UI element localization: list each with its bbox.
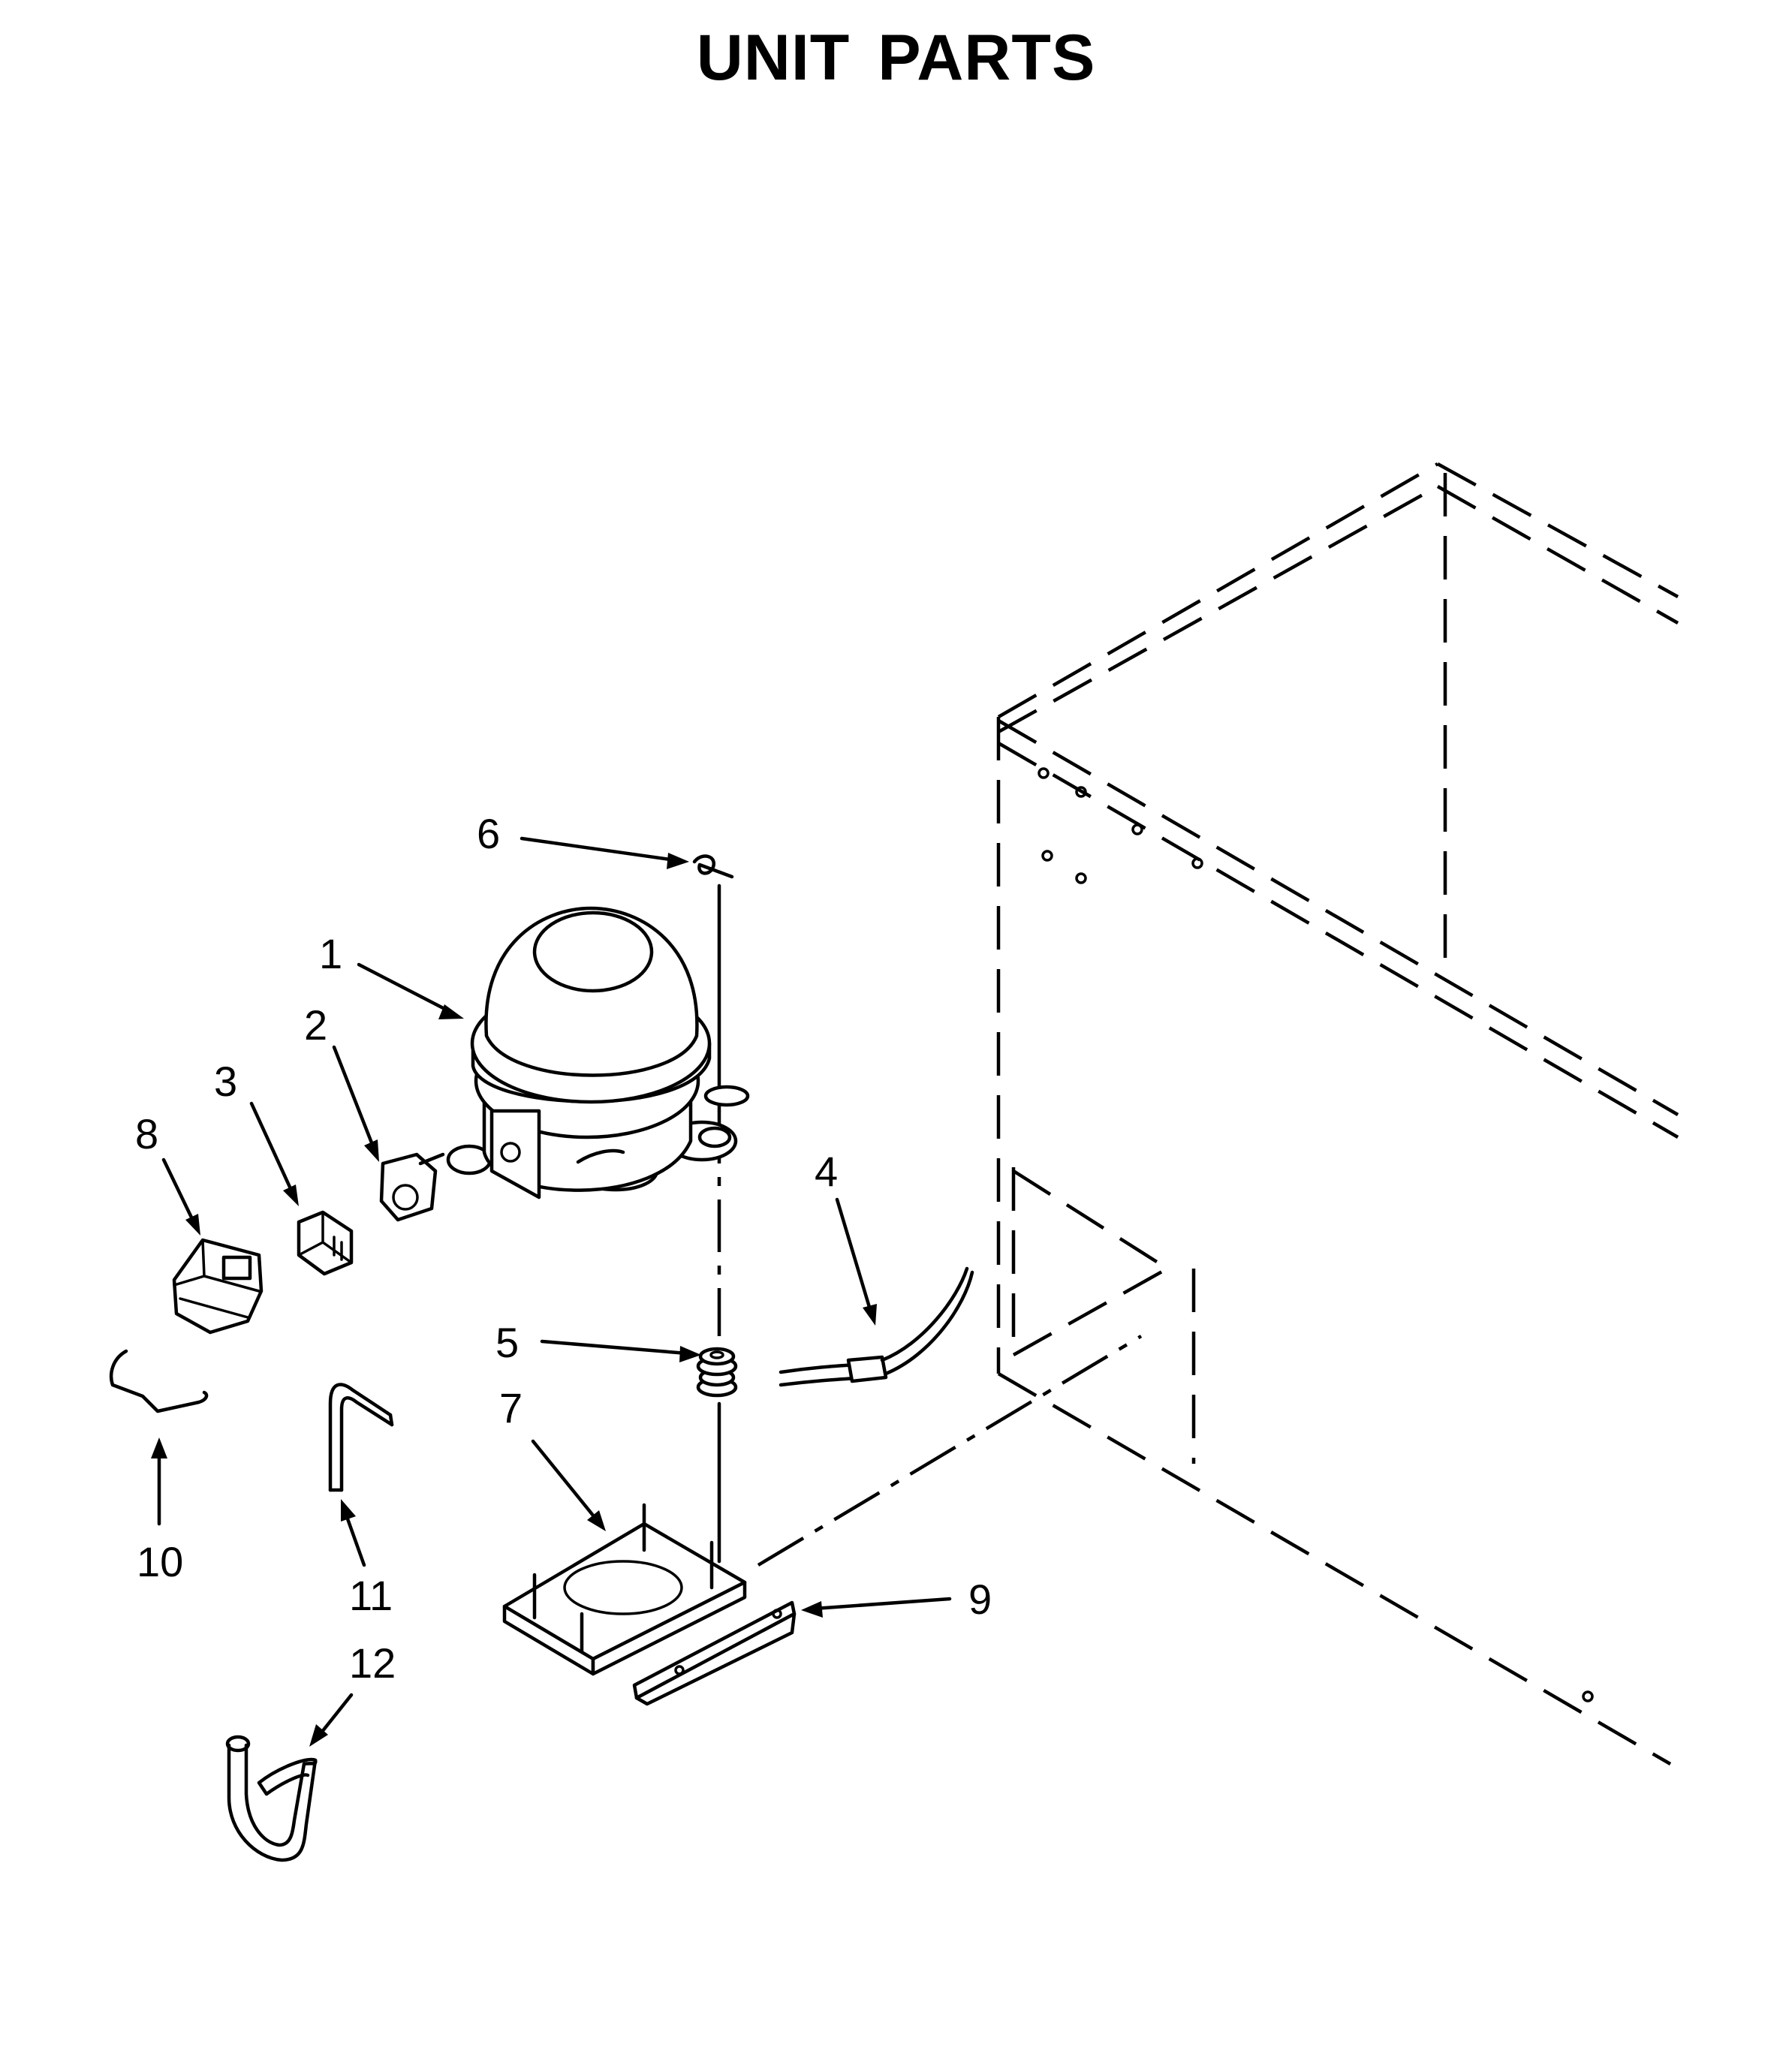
overload-protector-icon xyxy=(379,1152,445,1222)
callout-4: 4 xyxy=(815,1148,838,1195)
callout-12: 12 xyxy=(349,1639,396,1687)
mounting-holes xyxy=(1038,767,1594,1702)
drier-tube-icon xyxy=(225,1735,318,1862)
page-title: UNIT PARTS xyxy=(696,22,1096,94)
compressor-mounting-plate-icon xyxy=(502,1503,747,1676)
clip-icon xyxy=(692,854,734,879)
cabinet-outline xyxy=(996,462,1679,1765)
bracket-icon xyxy=(632,1600,797,1706)
callout-labels: 1 2 3 4 5 6 7 8 9 10 11 12 xyxy=(135,810,992,1687)
callout-1: 1 xyxy=(319,930,342,977)
compressor-icon xyxy=(446,906,750,1200)
bracket-centerline xyxy=(757,1335,1143,1567)
callout-8: 8 xyxy=(135,1110,158,1157)
callout-10: 10 xyxy=(137,1538,183,1585)
callout-3: 3 xyxy=(214,1058,237,1105)
leader-arrows xyxy=(151,836,952,1747)
grommet-icon xyxy=(696,1347,738,1398)
process-tube-icon xyxy=(328,1383,394,1492)
cover-icon xyxy=(172,1238,264,1335)
relay-icon xyxy=(297,1210,354,1276)
tubing-with-sleeve-icon xyxy=(779,1266,974,1387)
wire-clip-icon xyxy=(109,1349,209,1413)
callout-5: 5 xyxy=(495,1319,519,1366)
callout-2: 2 xyxy=(304,1001,327,1049)
callout-7: 7 xyxy=(499,1384,523,1431)
callout-6: 6 xyxy=(477,810,500,857)
callout-11: 11 xyxy=(349,1572,393,1619)
callout-9: 9 xyxy=(968,1576,992,1623)
